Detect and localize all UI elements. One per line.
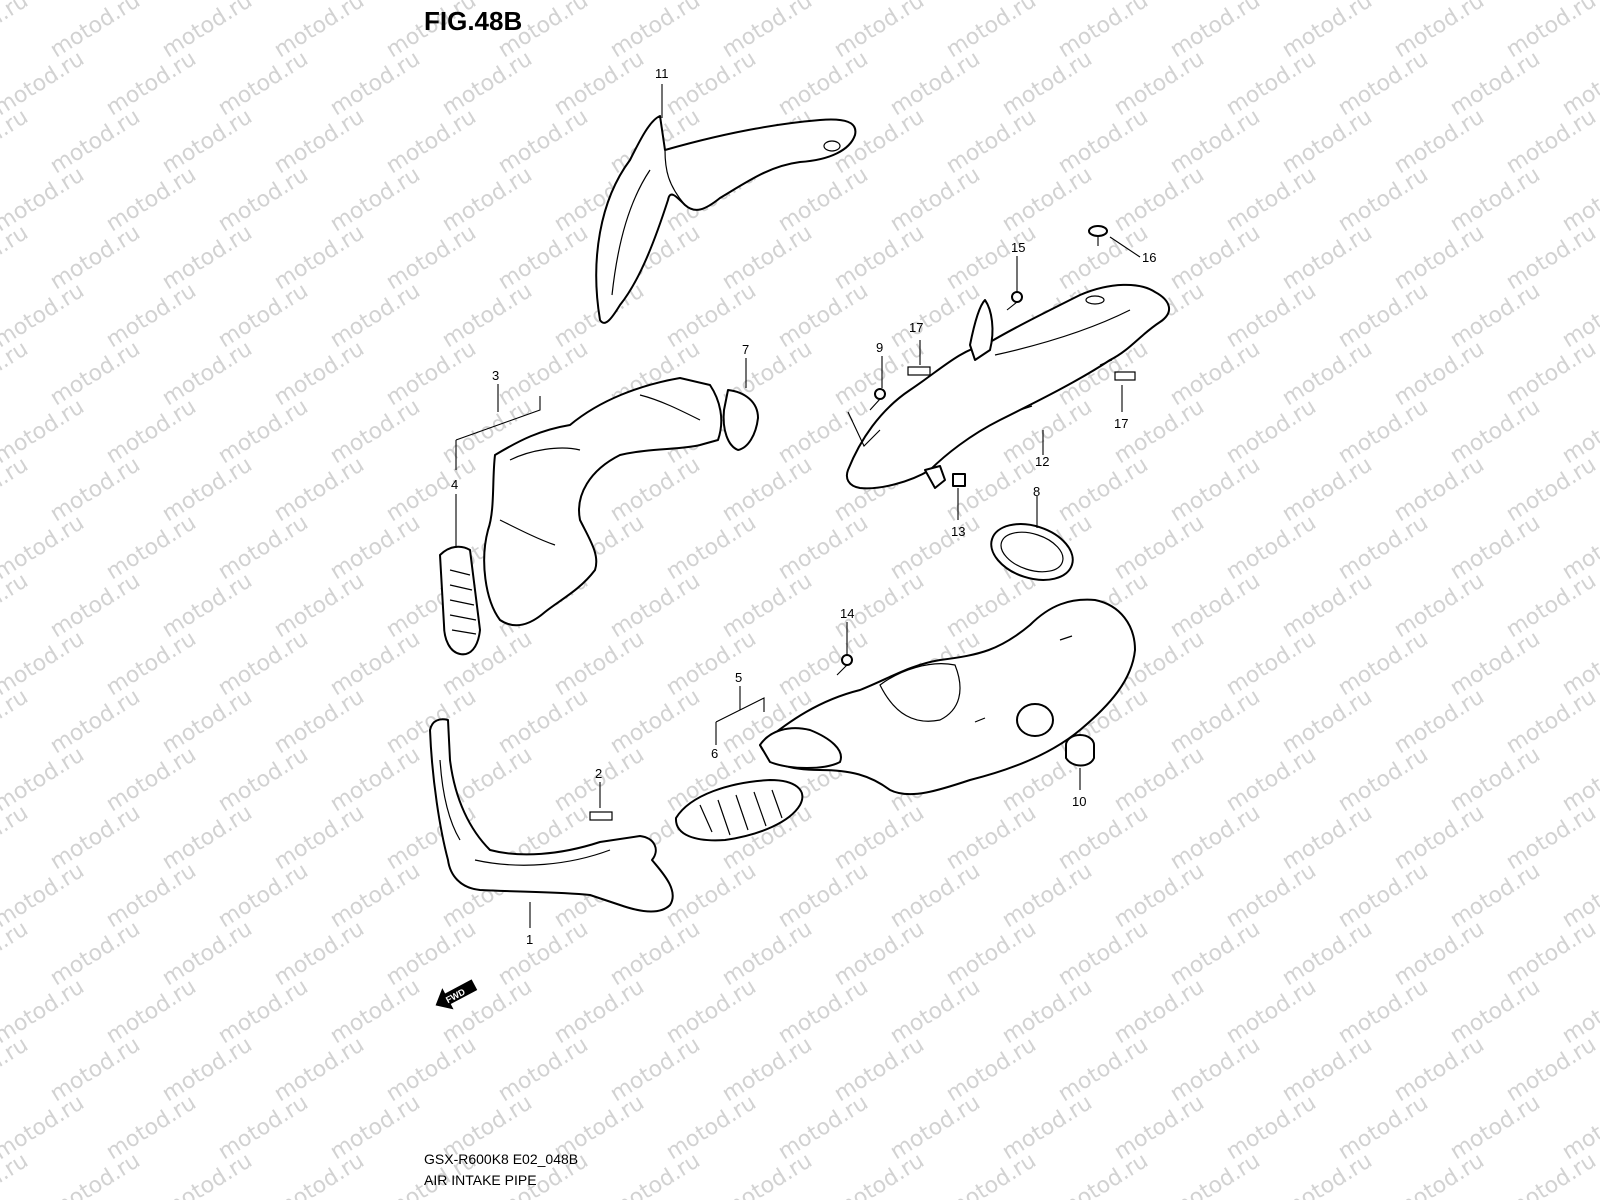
callout-3: 3 — [492, 368, 499, 383]
part-16-clip — [1088, 225, 1108, 246]
callout-4: 4 — [451, 477, 458, 492]
callout-13: 13 — [951, 524, 965, 539]
callout-16: 16 — [1142, 250, 1156, 265]
callout-1: 1 — [526, 932, 533, 947]
part-12-side-duct — [845, 283, 1170, 490]
callout-6: 6 — [711, 746, 718, 761]
part-1-lower-duct — [429, 718, 674, 913]
leader-lines — [455, 84, 1141, 928]
part-9-screw — [869, 388, 886, 411]
part-group-name: AIR INTAKE PIPE — [424, 1172, 537, 1188]
callout-17a: 17 — [909, 320, 923, 335]
part-13-clip — [952, 473, 966, 487]
callout-2: 2 — [595, 766, 602, 781]
callout-17b: 17 — [1114, 416, 1128, 431]
part-15-screw — [1006, 291, 1023, 311]
part-14-screw — [836, 654, 853, 676]
callout-7: 7 — [742, 342, 749, 357]
callout-8: 8 — [1033, 484, 1040, 499]
callout-11: 11 — [655, 66, 669, 81]
part-17-label-b — [1114, 371, 1136, 381]
part-10-plug — [1065, 734, 1095, 767]
callout-10: 10 — [1072, 794, 1086, 809]
part-17-label-a — [907, 366, 931, 376]
callout-5: 5 — [735, 670, 742, 685]
part-4-grille — [439, 545, 481, 656]
figure-title: FIG.48B — [424, 6, 523, 36]
callout-14: 14 — [840, 606, 854, 621]
callout-12: 12 — [1035, 454, 1049, 469]
model-code: GSX-R600K8 E02_048B — [424, 1151, 579, 1167]
part-5-lower-duct — [759, 598, 1136, 796]
part-3-intake-duct — [483, 377, 759, 627]
part-6-grille — [674, 779, 804, 842]
part-8-seal — [990, 523, 1074, 581]
callout-15: 15 — [1011, 240, 1025, 255]
callout-9: 9 — [876, 340, 883, 355]
fwd-direction-badge: FWD — [435, 979, 478, 1010]
part-11-duct-cover — [595, 115, 857, 324]
part-2-label — [589, 811, 613, 821]
